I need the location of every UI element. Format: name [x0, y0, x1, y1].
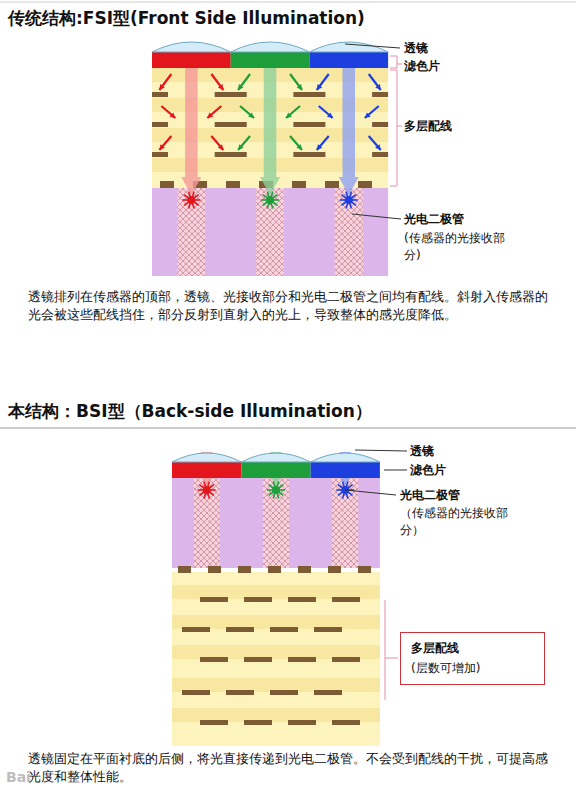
part-label: 光电二极管	[400, 487, 460, 504]
box-text: (层数可增加)	[411, 658, 534, 678]
box-text: 多层配线	[411, 638, 534, 658]
bsi-sensor	[172, 452, 380, 746]
part-label: 多层配线	[404, 118, 452, 135]
fsi-sensor	[152, 42, 388, 276]
watermark: Bai	[6, 768, 31, 788]
section-heading: 本结构：BSI型（Back-side Illumination）	[8, 400, 372, 424]
callout-box: 多层配线(层数可增加)	[400, 632, 545, 685]
description-text: 透镜排列在传感器的顶部，透镜、光接收部分和光电二极管之间均有配线。斜射入传感器的…	[28, 288, 548, 323]
description-text: 透镜固定在平面衬底的后侧，将光直接传递到光电二极管。不会受到配线的干扰，可提高感…	[28, 750, 553, 785]
leader-lines	[0, 2, 576, 700]
part-label: 透镜	[404, 40, 428, 57]
part-note: （传感器的光接收部分）	[400, 505, 522, 539]
section-heading: 传统结构:FSI型(Front Side Illumination)	[8, 7, 365, 31]
part-label: 滤色片	[410, 462, 446, 479]
part-label: 透镜	[410, 443, 434, 460]
part-note: (传感器的光接收部分)	[404, 230, 518, 264]
part-label: 光电二极管	[404, 211, 464, 228]
part-label: 滤色片	[404, 58, 440, 75]
